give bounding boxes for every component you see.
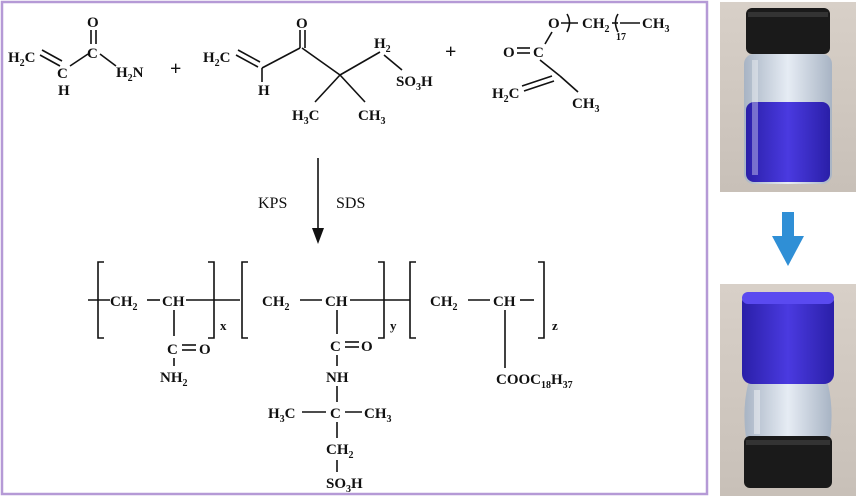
svg-text:CH2: CH2	[582, 16, 610, 35]
svg-text:O: O	[296, 16, 308, 32]
product-copolymer: CH2 CH x C O NH2 CH2 CH y C O NH H3C C C…	[88, 261, 573, 495]
plus-sign-1: +	[170, 58, 181, 80]
svg-text:CH3: CH3	[364, 406, 392, 425]
svg-text:C: C	[330, 406, 341, 422]
svg-text:CH: CH	[325, 294, 348, 310]
vial-cap-bottom	[744, 436, 832, 488]
monomer-amps: H2C H O H2 SO3H H3C CH3	[203, 16, 433, 127]
vial-photo-liquid	[720, 2, 856, 192]
svg-text:H2C: H2C	[203, 50, 231, 69]
scheme-frame	[0, 0, 709, 496]
surfactant-label: SDS	[336, 195, 365, 212]
plus-sign-2: +	[445, 41, 456, 63]
svg-text:O: O	[361, 339, 373, 355]
svg-text:CH3: CH3	[572, 96, 600, 115]
state-change-arrow	[772, 212, 804, 266]
svg-text:H3C: H3C	[292, 108, 320, 127]
svg-text:CH: CH	[162, 294, 185, 310]
svg-text:H3C: H3C	[268, 406, 296, 425]
svg-text:CH3: CH3	[642, 16, 670, 35]
monomer-stearyl-methacrylate: O CH2 17 CH3 O C H2C CH3	[492, 13, 670, 115]
vial-photo-gel-inverted	[720, 284, 856, 496]
svg-text:H2C: H2C	[8, 50, 36, 69]
svg-text:NH: NH	[326, 370, 349, 386]
svg-text:O: O	[199, 342, 211, 358]
initiator-label: KPS	[258, 195, 287, 212]
svg-text:CH2: CH2	[110, 294, 138, 313]
svg-text:O: O	[503, 45, 515, 61]
svg-text:x: x	[220, 318, 227, 333]
svg-text:y: y	[390, 318, 397, 333]
svg-text:O: O	[548, 16, 560, 32]
gel-layer	[742, 292, 834, 384]
svg-text:SO3H: SO3H	[396, 74, 433, 93]
svg-text:CH: CH	[493, 294, 516, 310]
vial-photos	[720, 2, 856, 496]
svg-text:CH2: CH2	[326, 442, 354, 461]
reaction-scheme: H2C C H C O H2N + H2C H O H2 SO3H H3C CH…	[0, 0, 709, 496]
svg-text:SO3H: SO3H	[326, 476, 363, 495]
svg-text:H: H	[58, 83, 70, 99]
svg-text:H2: H2	[374, 36, 391, 55]
svg-text:CH2: CH2	[430, 294, 458, 313]
svg-text:z: z	[552, 318, 558, 333]
svg-text:O: O	[87, 15, 99, 31]
vial-liquid	[746, 102, 830, 182]
svg-text:H2N: H2N	[116, 65, 144, 84]
svg-text:17: 17	[616, 32, 626, 43]
svg-text:C: C	[57, 66, 68, 82]
svg-text:COOC18H37: COOC18H37	[496, 372, 573, 391]
svg-text:H2C: H2C	[492, 86, 520, 105]
svg-text:C: C	[533, 45, 544, 61]
vial-cap	[746, 8, 830, 54]
svg-text:C: C	[330, 339, 341, 355]
svg-text:NH2: NH2	[160, 370, 188, 389]
svg-text:C: C	[87, 46, 98, 62]
svg-text:CH3: CH3	[358, 108, 386, 127]
svg-text:H: H	[258, 83, 270, 99]
reaction-arrow	[312, 158, 324, 244]
monomer-acrylamide: H2C C H C O H2N	[8, 15, 144, 99]
svg-text:CH2: CH2	[262, 294, 290, 313]
vial-glass-bottom	[744, 384, 832, 438]
svg-text:C: C	[167, 342, 178, 358]
